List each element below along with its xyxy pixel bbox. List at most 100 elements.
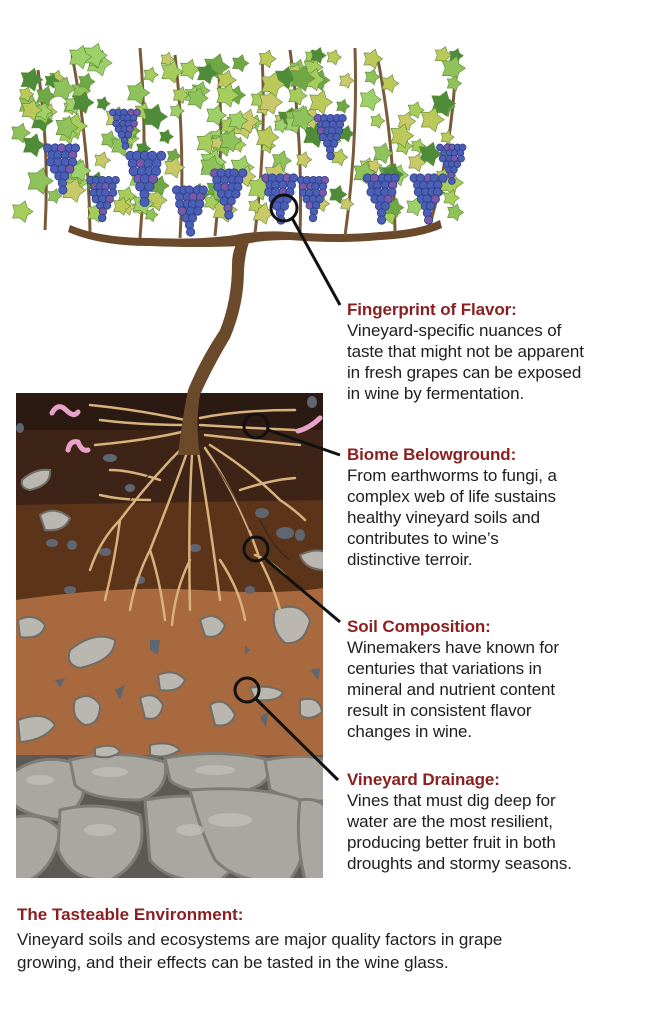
vine-leaf <box>72 91 95 115</box>
vine-roots <box>88 403 307 627</box>
stone-layer-marker <box>233 676 261 704</box>
callout-title: Soil Composition: <box>347 617 491 636</box>
vine-leaf <box>326 49 342 66</box>
callout-line: water are the most resilient, <box>347 812 553 831</box>
vine-leaf <box>216 82 240 108</box>
vine-leaf <box>206 104 227 127</box>
vine-leaf <box>19 86 35 103</box>
grape-bunch <box>125 150 167 207</box>
vine-leaf <box>420 106 445 133</box>
callout-line: mineral and nutrient content <box>347 680 555 699</box>
worm <box>49 404 81 418</box>
vine-leaf <box>364 68 381 86</box>
grape-bunch-marker <box>269 193 299 223</box>
stone <box>298 549 323 571</box>
callout-line: contributes to wine’s <box>347 529 499 548</box>
vine-leaf <box>11 122 31 144</box>
vine-leaf <box>47 188 63 204</box>
callout-title: Biome Belowground: <box>347 445 517 464</box>
vine-leaf <box>113 196 132 216</box>
grape-bunch <box>362 173 400 225</box>
vine-leaf <box>143 66 159 83</box>
callout-line: Vines that must dig deep for <box>347 791 556 810</box>
vine-leaf <box>219 128 243 153</box>
vine-cordon <box>68 220 442 247</box>
callout-line: in fresh grapes can be exposed <box>347 363 582 382</box>
vine-leaf <box>340 196 355 212</box>
vine-leaf <box>204 193 220 211</box>
vine-leaf <box>440 129 455 145</box>
vine-leaf <box>310 46 327 65</box>
vine-leaf <box>172 86 190 104</box>
callout-biome-belowground: Biome Belowground: From earthworms to fu… <box>347 444 647 570</box>
callout-line: complex web of life sustains <box>347 487 556 506</box>
worm <box>295 415 323 434</box>
deep-roots-marker <box>242 535 270 563</box>
vine-leaf <box>248 198 264 214</box>
callout-line: droughts and stormy seasons. <box>347 854 572 873</box>
clay-pebbles <box>16 605 323 759</box>
grape-bunch <box>313 113 347 161</box>
vine-leaf <box>52 76 77 102</box>
vine-leaf <box>339 72 355 89</box>
vine-leaf <box>232 54 250 73</box>
vine-leaf <box>291 105 316 132</box>
vine-leaf <box>20 67 44 92</box>
summary-line: Vineyard soils and ecosystems are major … <box>17 930 503 949</box>
vine-leaf <box>164 156 186 179</box>
vine-leaf <box>373 142 394 165</box>
vine-leaf <box>290 65 316 92</box>
vine-leaf <box>127 80 151 106</box>
vine-leaf <box>363 48 384 70</box>
bedrock-stones <box>16 751 323 878</box>
vine-leaf <box>411 138 427 154</box>
callout-line: in wine by fermentation. <box>347 384 525 403</box>
vine-leaf <box>309 89 334 115</box>
vine-leaf <box>261 71 286 98</box>
grape-bunch <box>210 168 248 220</box>
vine-cane <box>343 47 358 237</box>
vine-leaf <box>196 131 219 155</box>
callout-fingerprint-of-flavor: Fingerprint of Flavor: Vineyard-specific… <box>347 299 647 404</box>
vine-leaf <box>288 85 308 106</box>
callout-line: centuries that variations in <box>347 659 542 678</box>
vine-leaf <box>228 110 249 131</box>
vine-leaf <box>274 117 289 134</box>
vine-leaf <box>418 141 443 167</box>
grape-bunch <box>86 175 120 223</box>
callout-line: changes in wine. <box>347 722 473 741</box>
vine-leaf <box>96 96 111 112</box>
vine-leaf <box>370 113 386 129</box>
grape-bunch <box>436 143 467 185</box>
vine-leaf <box>256 125 280 150</box>
vine-leaf <box>408 152 427 173</box>
callout-title: Vineyard Drainage: <box>347 770 500 789</box>
vine-leaf <box>22 133 46 158</box>
callout-line: Winemakers have known for <box>347 638 559 657</box>
stone <box>20 468 52 492</box>
vine-leaf <box>381 74 400 94</box>
vine-leaf <box>144 207 159 223</box>
grape-bunch <box>409 173 448 225</box>
vine-leaf <box>390 123 415 149</box>
grape-bunch <box>297 175 329 223</box>
vine-leaf <box>197 62 219 85</box>
vine-leaf <box>359 88 382 112</box>
vine-leaf <box>94 151 112 169</box>
vine-leaf <box>336 98 351 114</box>
grape-bunch <box>42 143 81 195</box>
vine-leaf <box>187 87 209 110</box>
vine-leaf <box>161 59 184 84</box>
vine-leaf <box>407 101 425 119</box>
vine-leaf <box>180 58 201 81</box>
vine-leaf <box>169 103 185 119</box>
callout-line: Vineyard-specific nuances of <box>347 321 562 340</box>
callout-title: Fingerprint of Flavor: <box>347 300 517 319</box>
vine-leaf <box>78 72 96 91</box>
vine-leaf <box>258 49 277 69</box>
vine-leaf <box>446 75 463 92</box>
callout-line: producing better fruit in both <box>347 833 556 852</box>
stone <box>38 509 72 532</box>
callout-leaders <box>233 193 342 782</box>
